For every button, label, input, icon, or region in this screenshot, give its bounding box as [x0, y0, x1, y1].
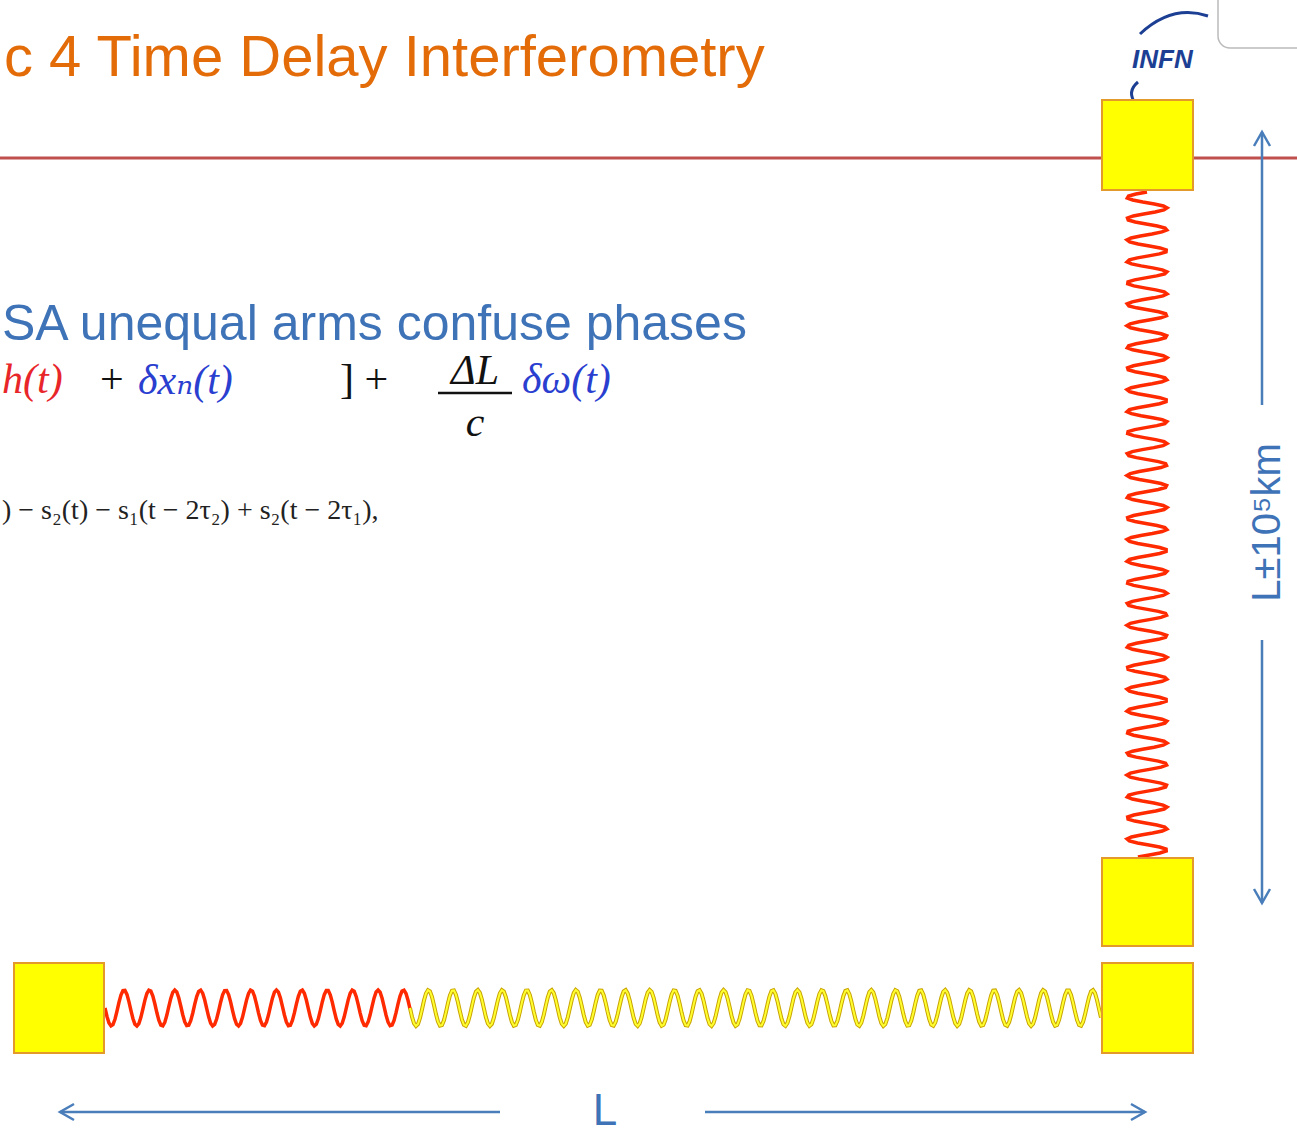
logo-text: INFN — [1132, 44, 1193, 75]
arrow-head — [1254, 889, 1270, 903]
subtitle: SA unequal arms confuse phases — [2, 294, 747, 352]
equation-operator: ] + — [340, 355, 388, 403]
dimension-line — [1261, 640, 1264, 903]
equation-operator: + — [100, 355, 124, 403]
logo-arc — [1140, 13, 1208, 34]
dimension-line — [60, 1111, 500, 1114]
test-mass — [14, 963, 104, 1053]
test-mass — [1102, 963, 1193, 1053]
spring — [1127, 192, 1167, 857]
test-mass — [1102, 100, 1193, 190]
dimension-label: L±10⁵km — [1244, 439, 1289, 606]
equation: ) − s₂(t) − s₁(t − 2τ₂) + s₂(t − 2τ₁), — [2, 494, 379, 526]
dimension-line — [1261, 132, 1264, 405]
fraction-denominator: c — [466, 398, 485, 446]
spring — [105, 990, 410, 1026]
arrow-head — [60, 1104, 74, 1120]
dimension-line — [705, 1111, 1145, 1114]
spring — [410, 990, 1101, 1026]
equation-term: δω(t) — [522, 355, 611, 403]
slide-title: c 4 Time Delay Interferometry — [4, 22, 765, 89]
test-mass — [1102, 858, 1193, 946]
arrow-head — [1254, 132, 1270, 146]
arrow-head — [1131, 1104, 1145, 1120]
logo-outline — [1218, 0, 1297, 48]
fraction-numerator: ΔL — [451, 346, 499, 394]
equation-term: δxₙ(t) — [138, 355, 233, 404]
equation-term: h(t) — [2, 355, 63, 403]
spring — [410, 990, 1101, 1026]
dimension-label: L — [593, 1085, 617, 1135]
